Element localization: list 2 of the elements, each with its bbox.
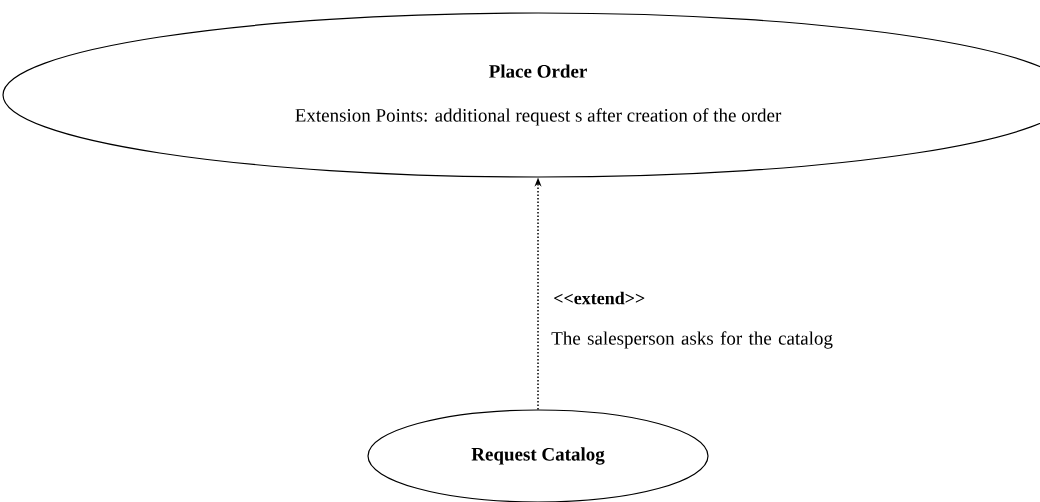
note-text: The salesperson asks for the catalog <box>551 331 833 349</box>
edge-label: <<extend>> <box>554 291 645 305</box>
